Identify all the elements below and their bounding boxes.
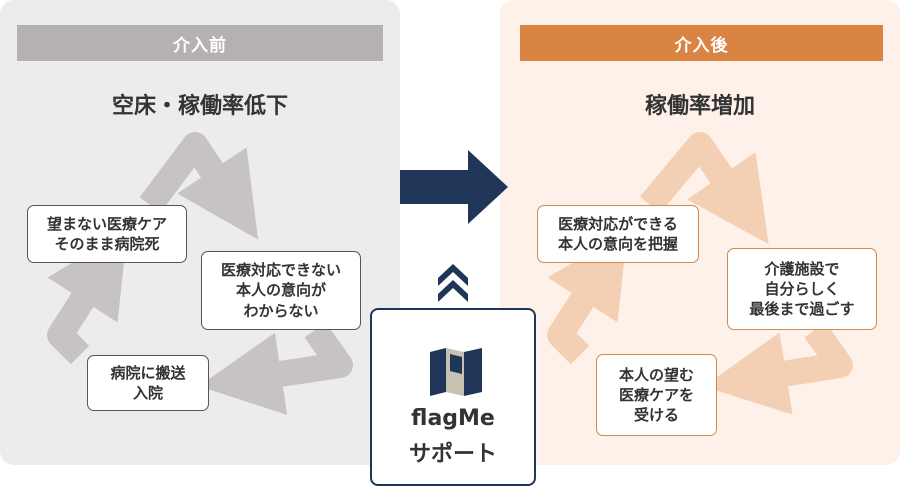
before-step-3: 病院に搬送 入院 [87, 355, 209, 411]
transition-arrow [400, 150, 508, 224]
flagme-support-card: flagMe サポート [370, 308, 536, 486]
after-step-3: 本人の望む 医療ケアを 受ける [596, 354, 717, 436]
flagme-label: サポート [408, 442, 497, 467]
before-cycle-arrows [47, 132, 353, 415]
before-step-1: 望まない医療ケア そのまま病院死 [27, 205, 187, 263]
after-header: 介入後 [520, 25, 883, 61]
after-cycle-arrows [547, 132, 853, 415]
double-chevron-up-icon [438, 264, 468, 302]
folded-map-icon [430, 348, 482, 396]
flagme-name: flagMe [411, 406, 495, 431]
after-title: 稼働率増加 [644, 94, 755, 119]
after-step-1: 医療対応ができる 本人の意向を把握 [537, 205, 699, 263]
before-title: 空床・稼働率低下 [111, 94, 288, 119]
before-step-2: 医療対応できない 本人の意向が わからない [201, 251, 361, 330]
after-step-2: 介護施設で 自分らしく 最後まで過ごす [727, 248, 877, 330]
before-header: 介入前 [17, 25, 383, 61]
